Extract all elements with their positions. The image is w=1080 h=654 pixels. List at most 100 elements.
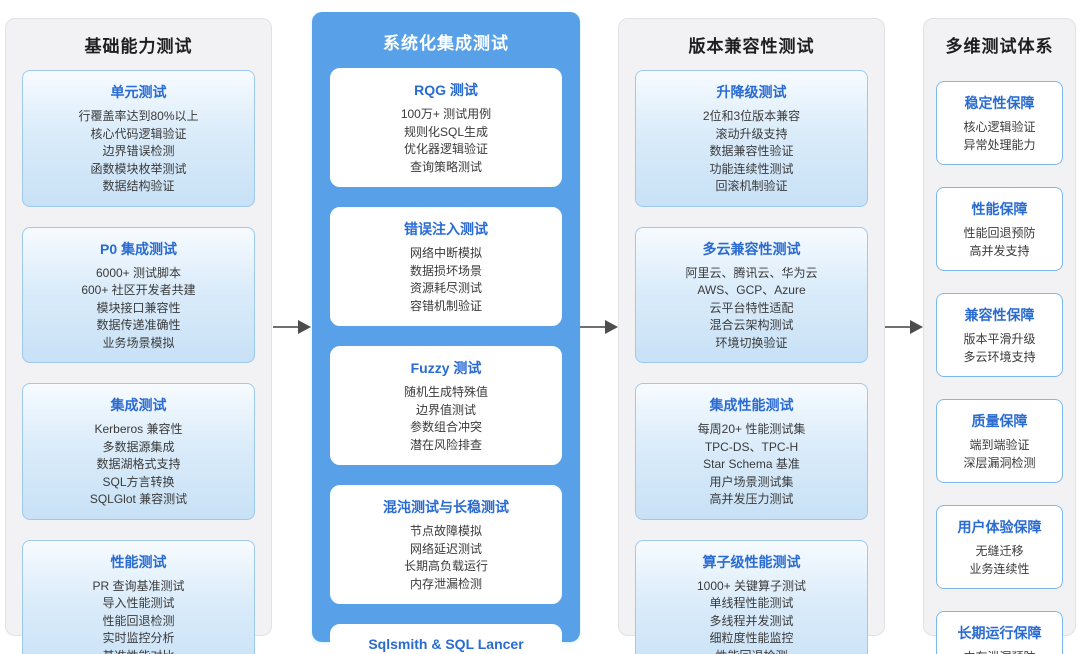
card-item: TPC-DS、TPC-H [704, 439, 799, 454]
card-item: 内存泄漏检测 [409, 576, 482, 591]
card-item: 单线程性能测试 [709, 596, 794, 610]
arrow-head [605, 320, 618, 334]
card-title: 性能测试 [110, 553, 167, 570]
card-item: 高并发压力测试 [709, 492, 794, 506]
arrow-line [273, 326, 299, 328]
card-item: 优化器逻辑验证 [403, 142, 488, 156]
card-item: 无缝迁移 [975, 544, 1024, 558]
card-item: 资源耗尽测试 [409, 281, 482, 295]
card-item: 核心代码逻辑验证 [90, 126, 187, 141]
card-item: 节点故障模拟 [409, 524, 482, 538]
card-list: 稳定性保障核心逻辑验证异常处理能力性能保障性能回退预防高并发支持兼容性保障版本平… [924, 81, 1075, 654]
card-title: 算子级性能测试 [702, 553, 801, 570]
card-title: 稳定性保障 [964, 95, 1035, 111]
card-title: 用户体验保障 [957, 519, 1042, 535]
card-item: 多线程并发测试 [709, 613, 794, 628]
card-item: 多云环境支持 [963, 349, 1036, 364]
card-item: 回滚机制验证 [715, 179, 788, 193]
card-title: RQG 测试 [414, 82, 478, 98]
card-item: 业务连续性 [969, 561, 1030, 576]
card-title: 升降级测试 [716, 84, 787, 100]
card-item: 内存泄漏预防 [941, 649, 1058, 654]
card-item: 随机生成特殊值 [403, 385, 488, 399]
column-basic: 基础能力测试单元测试行覆盖率达到80%以上核心代码逻辑验证边界错误检测函数模块枚… [5, 18, 272, 654]
flow-arrow-icon [272, 319, 312, 335]
card-item: 边界值测试 [415, 402, 476, 417]
card-title: Sqlsmith & SQL Lancer [368, 636, 524, 652]
test-card: 算子级性能测试 1000+ 关键算子测试单线程性能测试多线程并发测试细粒度性能监控… [635, 539, 868, 654]
card-title: 多云兼容性测试 [702, 240, 801, 257]
test-card: Sqlsmith & SQL Lancer随机SQL生成复杂查询测试边缘场景发现… [330, 624, 562, 654]
card-item: 规则化SQL生成 [403, 124, 488, 139]
card-item: 数据结构验证 [102, 179, 175, 193]
card-item: 版本平滑升级 [963, 332, 1036, 346]
test-card: 性能保障性能回退预防高并发支持 [936, 187, 1063, 271]
card-item: Kerberos 兼容性 [94, 422, 183, 436]
card-item: 云平台特性适配 [709, 300, 794, 315]
card-item: 环境切换验证 [715, 335, 788, 350]
card-title: 错误注入测试 [404, 221, 488, 237]
card-title: 混沌测试与长稳测试 [383, 499, 509, 515]
test-card: 质量保障端到端验证深层漏洞检测 [936, 399, 1063, 483]
card-item: 参数组合冲突 [409, 420, 482, 434]
arrow-line [580, 326, 606, 328]
arrow-head [298, 320, 311, 334]
card-item: 潜在风险排查 [409, 437, 482, 452]
test-card: 单元测试行覆盖率达到80%以上核心代码逻辑验证边界错误检测函数模块枚举测试数据结… [22, 70, 255, 207]
column-title: 基础能力测试 [84, 37, 193, 56]
card-item: SQLGlot 兼容测试 [89, 492, 188, 506]
card-item: 数据湖格式支持 [96, 457, 181, 471]
card-item: AWS、GCP、Azure [697, 283, 806, 297]
test-card: 多云兼容性测试阿里云、腾讯云、华为云 AWS、GCP、Azure 云平台特性适配混合… [635, 226, 868, 363]
card-item: 阿里云、腾讯云、华为云 [685, 265, 818, 280]
card-item: 每周20+ 性能测试集 [697, 422, 806, 436]
card-item: 高并发支持 [969, 243, 1030, 258]
column-multi-dimension: 多维测试体系稳定性保障核心逻辑验证异常处理能力性能保障性能回退预防高并发支持兼容… [923, 18, 1076, 654]
card-item: 基准性能对比 [27, 648, 250, 654]
card-title: 单元测试 [110, 84, 167, 100]
card-title: 集成性能测试 [709, 397, 794, 413]
card-item: 性能回退预防 [963, 226, 1036, 240]
card-item: 6000+ 测试脚本 [95, 265, 182, 280]
card-item: 600+ 社区开发者共建 [81, 283, 196, 297]
card-item: 导入性能测试 [102, 596, 175, 610]
card-item: 网络延迟测试 [409, 541, 482, 556]
card-item: 深层漏洞检测 [963, 455, 1036, 470]
card-item: 1000+ 关键算子测试 [696, 578, 807, 593]
card-title: 质量保障 [971, 413, 1028, 429]
test-card: 兼容性保障版本平滑升级多云环境支持 [936, 293, 1063, 377]
card-item: 函数模块枚举测试 [90, 161, 187, 176]
test-card: 长期运行保障内存泄漏预防资源优化管理 [936, 611, 1063, 654]
card-item: PR 查询基准测试 [92, 578, 185, 593]
card-item: 实时监控分析 [102, 631, 175, 645]
flow-arrow-icon [885, 319, 923, 335]
test-card: 集成测试 Kerberos 兼容性多数据源集成数据湖格式支持 SQL方言转换 SQLG… [22, 383, 255, 520]
card-item: 100万+ 测试用例 [400, 107, 492, 121]
card-item: SQL方言转换 [102, 474, 175, 489]
card-title: P0 集成测试 [99, 240, 177, 257]
card-item: 网络中断模拟 [409, 246, 482, 260]
card-item: 混合云架构测试 [709, 318, 794, 332]
test-card: 错误注入测试网络中断模拟数据损坏场景资源耗尽测试容错机制验证 [330, 207, 562, 326]
card-item: 数据传递准确性 [96, 318, 181, 332]
card-item: 细粒度性能监控 [709, 631, 794, 645]
card-item: 业务场景模拟 [102, 335, 175, 350]
card-title: 集成测试 [110, 397, 167, 413]
test-card: 用户体验保障无缝迁移业务连续性 [936, 505, 1063, 589]
card-item: 多数据源集成 [102, 439, 175, 454]
card-item: 核心逻辑验证 [963, 120, 1036, 134]
column-title: 系统化集成测试 [383, 34, 509, 53]
card-title: 兼容性保障 [964, 307, 1035, 323]
card-item: 边界错误检测 [102, 144, 175, 158]
card-title: 长期运行保障 [957, 625, 1042, 641]
card-item: 2位和3位版本兼容 [702, 109, 801, 123]
arrow-line [885, 326, 911, 328]
